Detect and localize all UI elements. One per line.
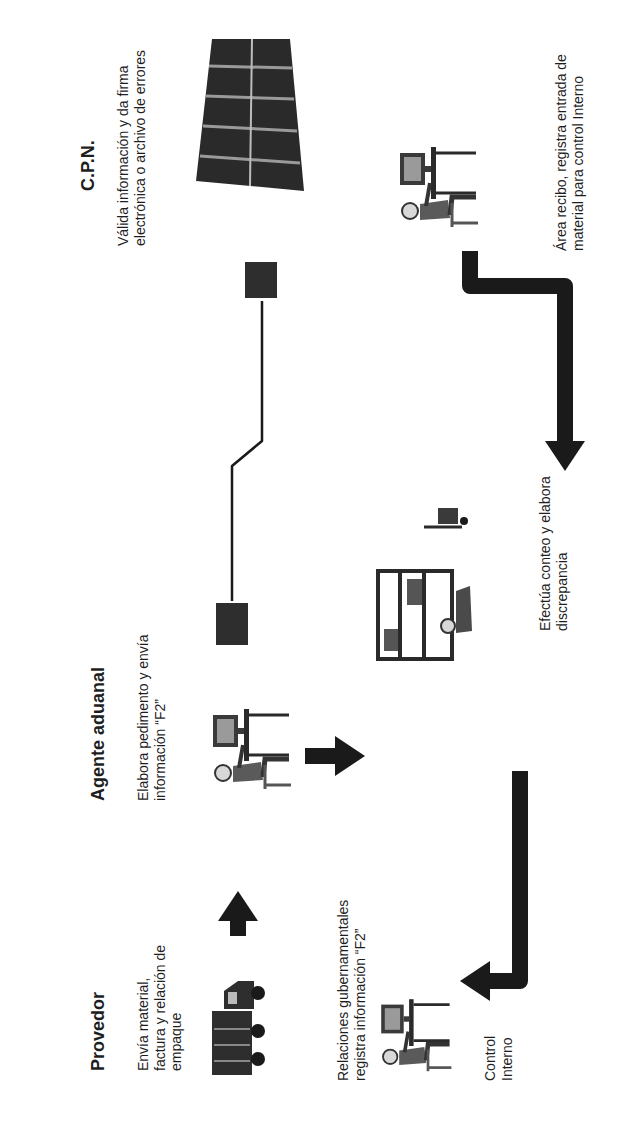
modem-box: [216, 603, 248, 645]
receiving-worker: [400, 147, 478, 227]
data-link: [232, 301, 262, 601]
shelf-board: [422, 571, 426, 659]
server-rack: [196, 39, 304, 191]
step-text: Envía material, factura y relación de em…: [135, 936, 185, 1071]
cargo-stripe: [214, 1044, 250, 1046]
actor-group: C.P.N. Válida información y da firma elec…: [70, 6, 310, 301]
relations-worker: [381, 999, 451, 1071]
shelf-board: [398, 571, 402, 659]
rack-shelf: [209, 66, 292, 68]
truck-handle: [424, 526, 462, 529]
truck-wheel: [251, 986, 265, 1000]
person-head: [441, 619, 455, 633]
step-text: Relaciones gubernamentales registra info…: [335, 866, 368, 1081]
cargo-stripe: [214, 1060, 250, 1062]
inventory-shelf: [378, 571, 452, 659]
agent-worker: [213, 709, 291, 789]
shelf-frame: [378, 571, 452, 659]
actor-heading: Provedor: [88, 941, 109, 1071]
actor-group: Agente aduanal Elabora pedimento y envía …: [80, 601, 305, 891]
actor-group: Efectúa conteo y elabora discrepancia: [365, 471, 590, 771]
flow-arrow: [230, 921, 246, 936]
modem-box: [245, 262, 277, 298]
step-text: Elabora pedimento y envía información “F…: [135, 621, 168, 801]
actor-heading: Agente aduanal: [88, 621, 109, 801]
truck-wheel: [251, 1024, 265, 1038]
actor-group: Relaciones gubernamentales registra info…: [330, 866, 460, 1091]
person-body: [456, 586, 472, 633]
actor-group: Área recibo, registra entrada de materia…: [385, 6, 610, 251]
flow-arrow: [470, 251, 565, 441]
rack-body: [196, 39, 304, 191]
shelf-box: [384, 629, 398, 651]
step-text: Área recibo, registra entrada de materia…: [553, 6, 586, 251]
group-label: Control Interno: [482, 1011, 515, 1081]
truck-window: [228, 992, 237, 1004]
truck-load: [438, 508, 458, 524]
step-text: Efectúa conteo y elabora discrepancia: [537, 471, 570, 631]
flow-arrow: [305, 748, 335, 764]
rack-rail: [250, 39, 252, 186]
truck-cab: [224, 981, 254, 1009]
cargo-stripe: [214, 1028, 250, 1030]
shelf-box: [407, 579, 422, 605]
truck-icon: [212, 981, 265, 1075]
truck-cargo: [212, 1011, 252, 1075]
truck-wheel: [460, 517, 468, 525]
hand-truck: [424, 508, 468, 527]
truck-wheel: [251, 1052, 265, 1066]
actor-group: Provedor Envía material, factura y relaci…: [80, 936, 275, 1081]
rack-shelf: [206, 96, 294, 99]
step-text: Válida información y da firma electrónic…: [115, 6, 148, 246]
flow-arrow: [490, 771, 520, 981]
counting-person: [441, 586, 472, 633]
actor-heading: C.P.N.: [78, 71, 99, 191]
